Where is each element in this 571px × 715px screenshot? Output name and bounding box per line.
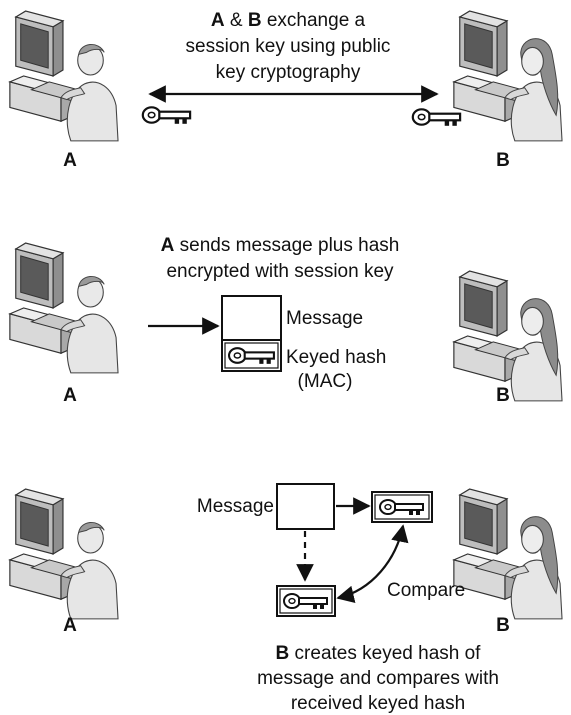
label-b: B bbox=[496, 385, 510, 406]
user-at-computer-icon-b bbox=[453, 488, 563, 620]
panel1-caption-line2: session key using public bbox=[186, 36, 391, 57]
label-a: A bbox=[63, 150, 77, 171]
panel1-caption-line1: A & B exchange a bbox=[211, 10, 366, 31]
panel3-caption-line2: message and compares with bbox=[257, 668, 499, 689]
panel-session-key-exchange: A & B exchange a session key using publi… bbox=[9, 10, 563, 171]
user-at-computer-icon-a bbox=[9, 488, 119, 620]
user-at-computer-icon-b bbox=[453, 10, 563, 142]
label-a: A bbox=[63, 385, 77, 406]
mac-label: (MAC) bbox=[298, 371, 353, 392]
panel1-caption-line3: key cryptography bbox=[216, 62, 361, 83]
panel3-caption-line1: B creates keyed hash of bbox=[276, 643, 482, 664]
compare-label: Compare bbox=[387, 580, 465, 601]
user-at-computer-icon-a bbox=[9, 242, 119, 374]
panel2-caption-line1: A sends message plus hash bbox=[161, 235, 400, 256]
message-label: Message bbox=[197, 496, 274, 517]
key-icon-b bbox=[411, 108, 462, 127]
keyed-hash-label: Keyed hash bbox=[286, 347, 386, 368]
user-at-computer-icon-b bbox=[453, 270, 563, 402]
panel3-caption-line3: received keyed hash bbox=[291, 693, 465, 714]
message-label: Message bbox=[286, 308, 363, 329]
label-a: A bbox=[63, 615, 77, 636]
user-at-computer-icon-a bbox=[9, 10, 119, 142]
key-icon-a bbox=[141, 106, 192, 125]
panel2-caption-line2: encrypted with session key bbox=[166, 261, 394, 282]
message-box bbox=[276, 483, 335, 530]
label-b: B bbox=[496, 615, 510, 636]
label-b: B bbox=[496, 150, 510, 171]
panel-send-message: A sends message plus hash encrypted with… bbox=[9, 235, 563, 406]
panel-verify-hash: Message Compare A B B creates keyed hash… bbox=[9, 483, 563, 714]
message-box bbox=[221, 295, 282, 341]
compare-arrow bbox=[336, 524, 409, 603]
